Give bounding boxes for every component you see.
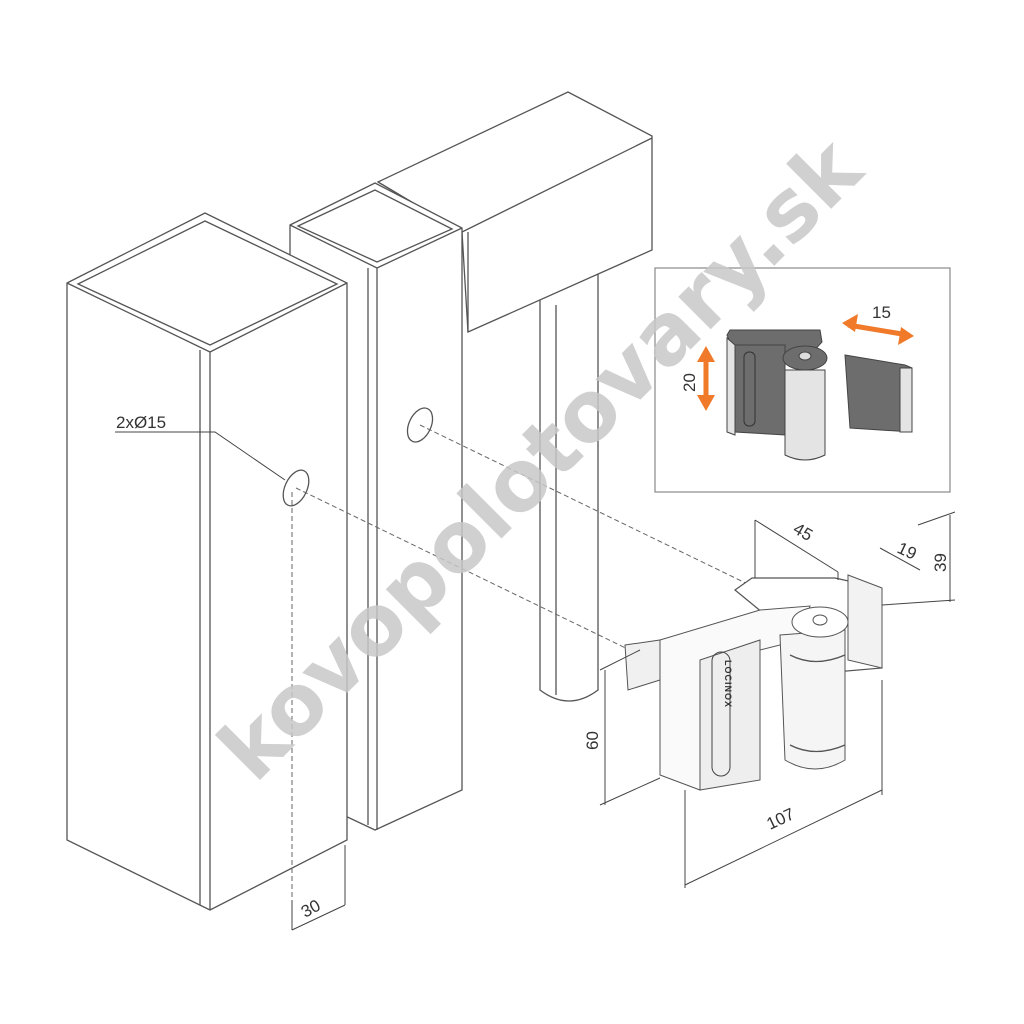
hole-diameter-label: 2xØ15 [116,413,166,432]
dim-45: 45 [790,519,816,545]
inset-dim-15: 15 [872,303,891,322]
dim-60: 60 [583,731,602,750]
horizontal-adjust-arrow-icon [842,314,914,345]
dimension-lines [115,431,956,931]
alignment-lines [291,424,761,920]
dim-30: 30 [298,896,324,922]
vertical-adjust-arrow-icon [697,346,715,411]
dim-107: 107 [764,804,798,833]
inset-dim-20: 20 [680,373,699,392]
dim-19: 19 [894,538,919,563]
dim-39: 39 [931,553,950,572]
front-post [66,212,348,911]
round-post [539,270,599,702]
hinge: LOCINOX [624,574,883,791]
brand-logo: LOCINOX [723,660,733,708]
locinox-logo-plate [711,651,731,777]
